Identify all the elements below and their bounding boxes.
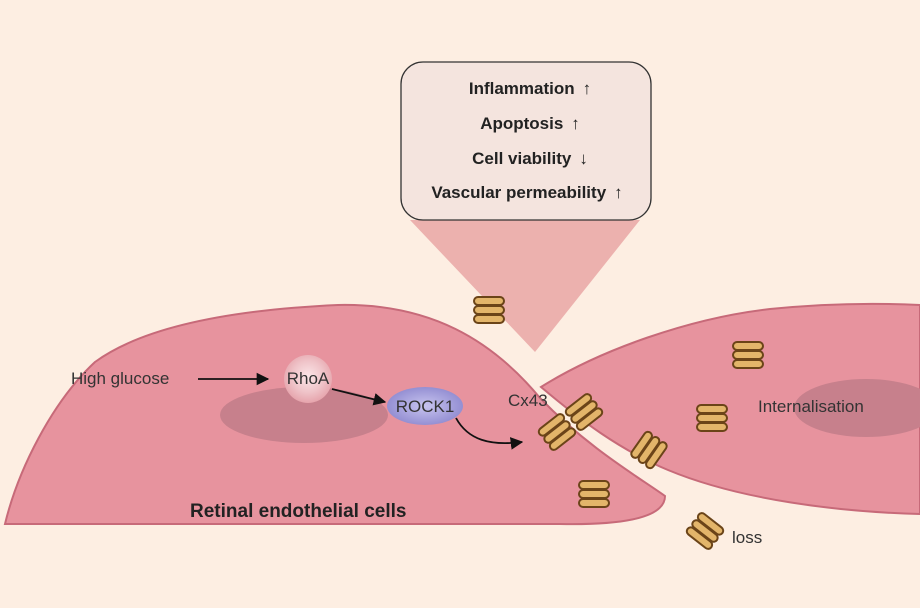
cx43-connexon-right-cell-a: [732, 341, 764, 369]
arrow-rhoa-to-rock1: [331, 388, 387, 406]
loss-label: loss: [732, 528, 762, 547]
cx43-connexon-released: [473, 296, 505, 324]
rock1-node: [387, 387, 463, 425]
effect-inflammation: Inflammation↑: [469, 79, 591, 98]
effect-cell-viability: Cell viability↓: [472, 149, 588, 168]
rock1-label: ROCK1: [396, 397, 455, 416]
arrow-rock1-to-cx43: [455, 417, 524, 450]
cx43-connexon-lost: [684, 510, 726, 552]
effect-apoptosis: Apoptosis↑: [480, 114, 580, 133]
retinal-endothelial-cells-title: Retinal endothelial cells: [190, 501, 406, 522]
cx43-connexon-right-cell-b: [696, 404, 728, 432]
effect-vascular-permeability: Vascular permeability↑: [431, 183, 622, 202]
right-cell-nucleus: [794, 379, 920, 437]
cx43-connexon-left-cell: [578, 480, 610, 508]
effects-box: [400, 61, 652, 221]
high-glucose-label: High glucose: [71, 369, 169, 388]
internalisation-label: Internalisation: [758, 397, 864, 416]
left-cell-nucleus: [220, 387, 388, 443]
effects-funnel: [410, 220, 640, 352]
rhoa-node: [284, 355, 332, 403]
rhoa-label: RhoA: [287, 369, 330, 388]
cx43-label: Cx43: [508, 391, 548, 410]
